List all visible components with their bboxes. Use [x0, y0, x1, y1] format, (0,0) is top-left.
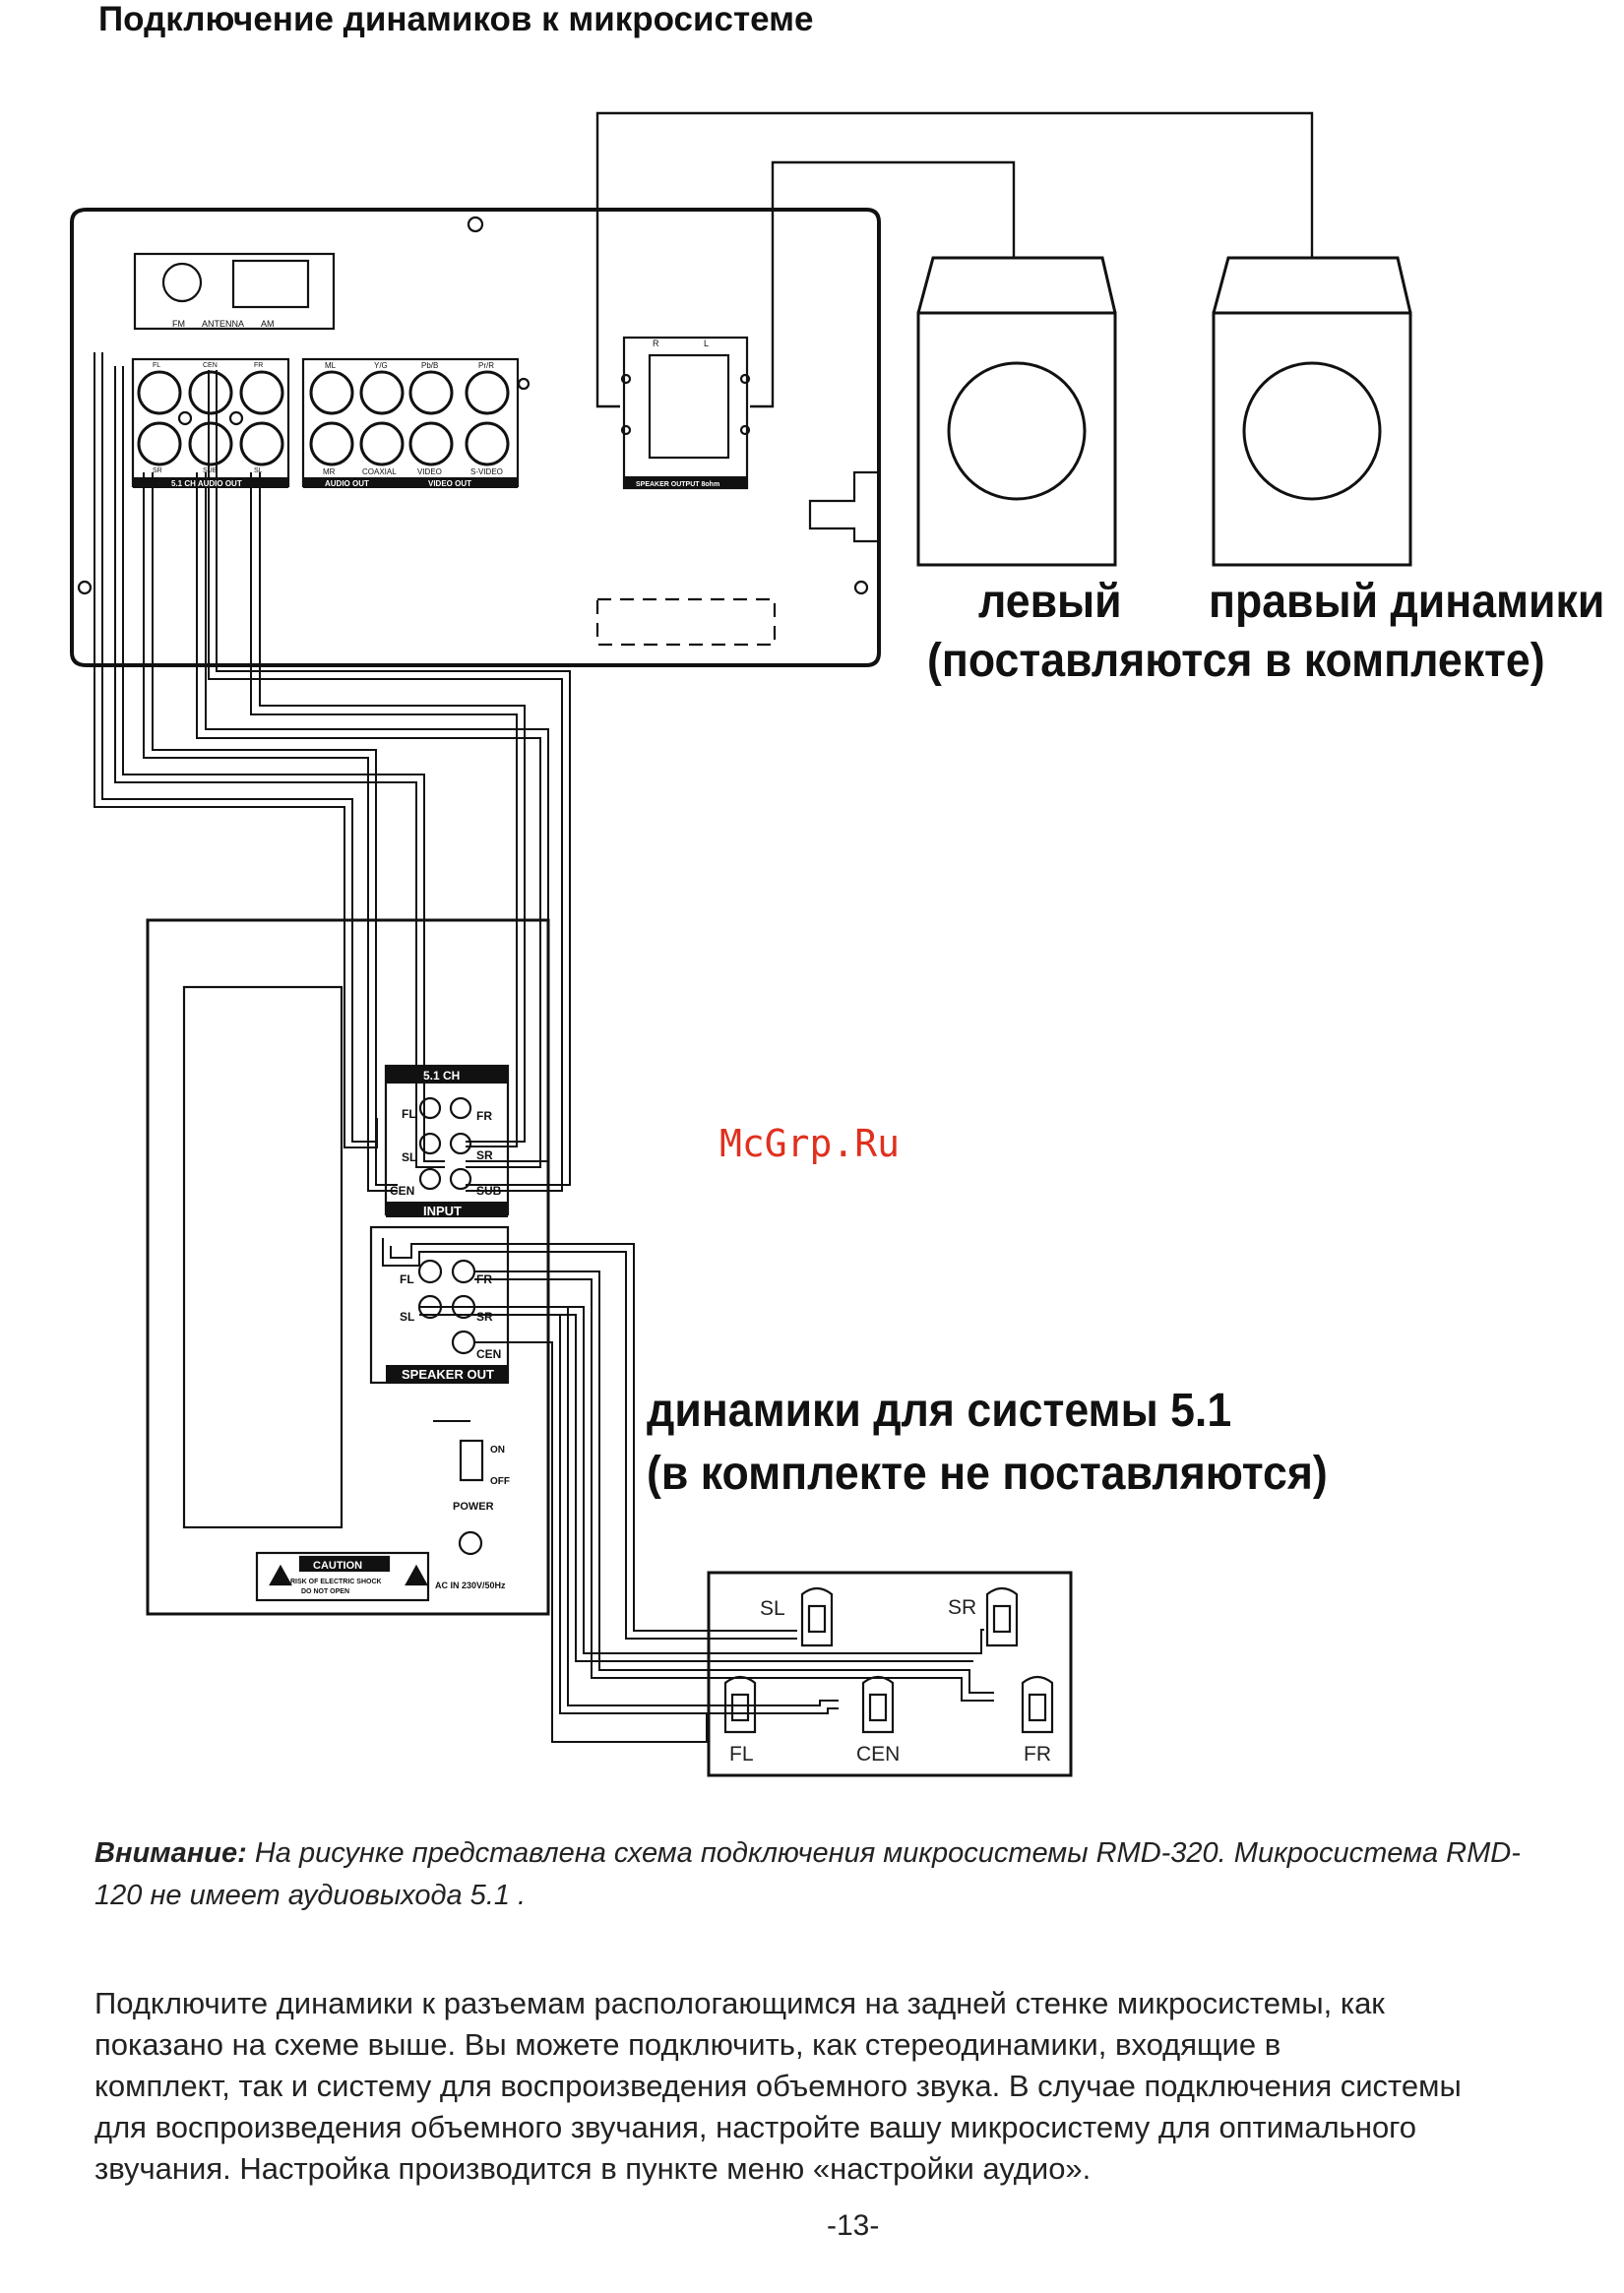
caution-label — [255, 1551, 430, 1602]
speaker-output-block — [620, 336, 751, 490]
audio-out-51-block — [131, 357, 290, 488]
body-line: Подключите динамики к разъемам располога… — [94, 1986, 1385, 2020]
label-ml: ML — [325, 361, 337, 370]
caption-surround-line1: динамики для системы 5.1 — [647, 1385, 1232, 1437]
label-pbb: Pb/B — [421, 361, 438, 370]
label-am: AM — [261, 319, 275, 329]
power-switch — [459, 1439, 484, 1482]
page-number: -13- — [827, 2209, 880, 2242]
label-ac: AC IN 230V/50Hz — [435, 1580, 506, 1590]
antenna-block — [133, 252, 336, 331]
label-caution: CAUTION — [313, 1560, 362, 1572]
caption-right-speaker: правый динамики — [1209, 576, 1605, 628]
audio-51-wires — [94, 352, 571, 1192]
label-svideo: S-VIDEO — [470, 467, 503, 476]
label-fm: FM — [172, 319, 185, 329]
label-fr: FR — [254, 362, 263, 369]
label-out-fr: FR — [476, 1272, 492, 1286]
subwoofer-unit — [146, 918, 550, 1616]
label-in-fl: FL — [402, 1107, 416, 1121]
surround-speaker-cen — [861, 1675, 895, 1734]
label-in-cen: CEN — [390, 1184, 414, 1198]
label-in-fr: FR — [476, 1109, 492, 1123]
label-audio-out-51: 5.1 CH AUDIO OUT — [171, 479, 242, 488]
label-fl: FL — [153, 362, 160, 369]
surround-speaker-sl — [800, 1586, 834, 1647]
label-input-footer: INPUT — [423, 1204, 462, 1218]
label-in-sub: SUB — [476, 1184, 502, 1198]
label-sub: SUB — [203, 467, 218, 474]
caption-left-speaker: левый — [978, 576, 1122, 628]
label-out-sr: SR — [476, 1310, 493, 1324]
label-video: VIDEO — [417, 467, 442, 476]
surround-speaker-fr — [1021, 1675, 1054, 1734]
note-label: Внимание: — [94, 1837, 247, 1869]
watermark: McGrp.Ru — [719, 1122, 901, 1165]
surround-speaker-box — [707, 1571, 1073, 1777]
label-yg: Y/G — [374, 361, 388, 370]
body-line: комплект, так и систему для воспроизведе… — [94, 2069, 1462, 2103]
label-antenna: ANTENNA — [202, 319, 244, 329]
label-speaker-cen: CEN — [856, 1743, 900, 1766]
label-cen: CEN — [203, 362, 218, 369]
body-line: звучания. Настройка производится в пункт… — [94, 2151, 1092, 2186]
label-prr: Pr/R — [478, 361, 494, 370]
surround-speaker-sr — [985, 1586, 1019, 1647]
label-power: POWER — [453, 1501, 494, 1513]
label-speaker-fr: FR — [1024, 1743, 1051, 1766]
subwoofer-window — [182, 985, 344, 1529]
label-sr: SR — [153, 467, 162, 474]
stereo-speaker-wires — [595, 111, 1314, 408]
page-title: Подключение динамиков к микросистеме — [98, 0, 814, 38]
surround-speaker-fl — [723, 1675, 757, 1734]
label-mr: MR — [323, 467, 336, 476]
label-speaker-out: SPEAKER OUT — [402, 1367, 494, 1382]
label-coaxial: COAXIAL — [362, 467, 397, 476]
label-speaker-output: SPEAKER OUTPUT 8ohm — [636, 481, 719, 488]
label-caution-line1: RISK OF ELECTRIC SHOCK — [290, 1579, 382, 1585]
label-caution-line2: DO NOT OPEN — [301, 1588, 349, 1595]
label-speaker-sr: SR — [948, 1596, 976, 1619]
main-unit-panel — [70, 208, 881, 667]
body-paragraph: Подключите динамики к разъемам располога… — [94, 1983, 1591, 2190]
label-speaker-fl: FL — [729, 1743, 754, 1766]
label-r: R — [653, 339, 659, 348]
label-input-header: 5.1 CH — [423, 1069, 460, 1083]
label-l: L — [704, 339, 709, 348]
label-out-cen: CEN — [476, 1347, 501, 1361]
left-speaker — [916, 256, 1117, 567]
label-out-fl: FL — [400, 1272, 414, 1286]
label-audio-out: AUDIO OUT — [325, 479, 369, 488]
label-in-sl: SL — [402, 1150, 416, 1164]
label-video-out: VIDEO OUT — [428, 479, 471, 488]
body-line: для воспроизведения объемного звучания, … — [94, 2110, 1417, 2144]
surround-wires — [382, 1238, 994, 1743]
label-sl: SL — [254, 467, 263, 474]
label-in-sr: SR — [476, 1148, 493, 1162]
body-line: показано на схеме выше. Вы можете подклю… — [94, 2027, 1281, 2062]
note-paragraph: Внимание: На рисунке представлена схема … — [94, 1832, 1561, 1917]
label-out-sl: SL — [400, 1310, 414, 1324]
caption-supplied: (поставляются в комплекте) — [927, 635, 1545, 687]
label-on: ON — [490, 1445, 505, 1456]
panel-dashed-slot — [595, 597, 777, 647]
label-off: OFF — [490, 1476, 510, 1487]
caption-surround-line2: (в комплекте не поставляются) — [647, 1448, 1328, 1500]
right-speaker — [1212, 256, 1412, 567]
label-speaker-sl: SL — [760, 1597, 785, 1620]
power-socket — [458, 1530, 483, 1556]
note-text: На рисунке представлена схема подключени… — [94, 1837, 1521, 1911]
